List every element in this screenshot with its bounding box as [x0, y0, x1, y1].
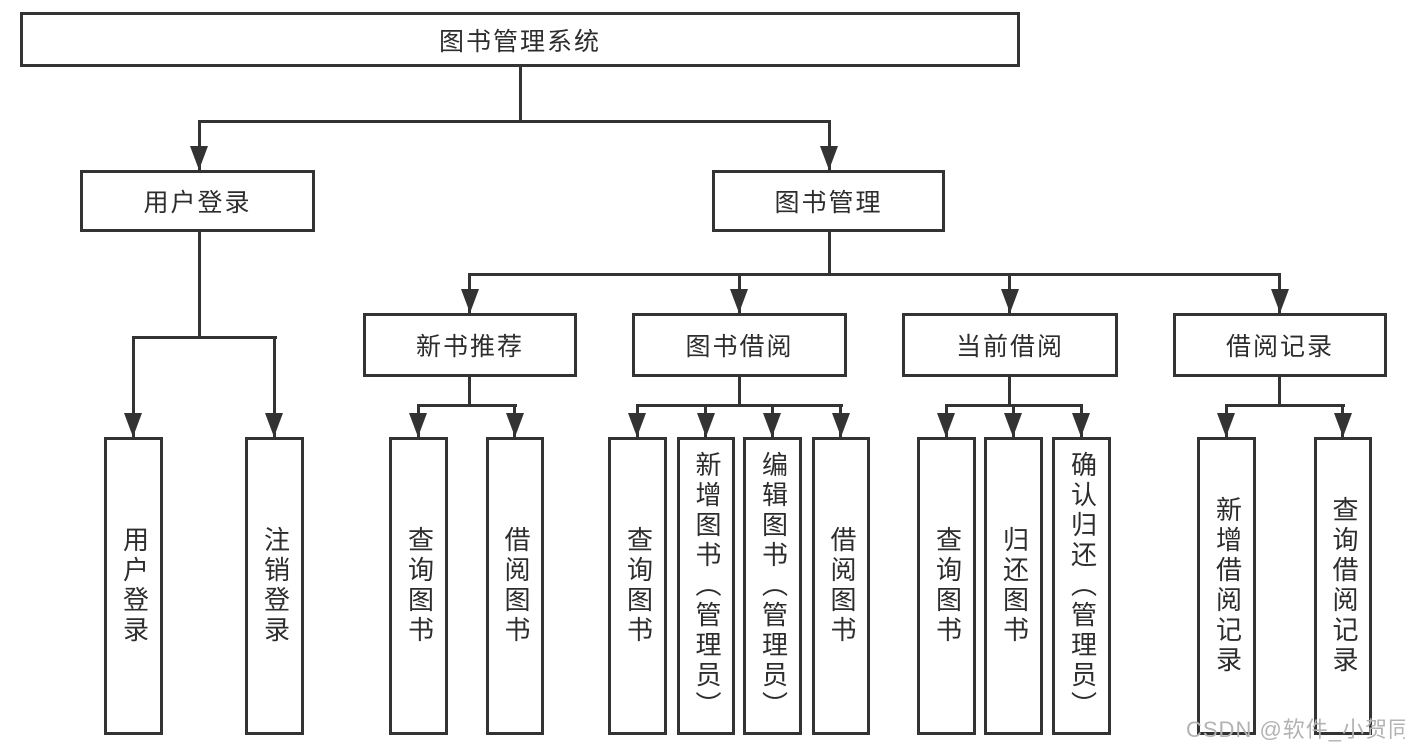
arrow-down-icon	[820, 146, 838, 170]
leaf-label: 借阅图书	[500, 526, 531, 646]
leaf-label: 编辑图书（管理员）	[758, 451, 789, 721]
connector-line	[1225, 404, 1345, 407]
node-library-management-system: 图书管理系统	[20, 12, 1020, 67]
leaf-label: 查询图书	[623, 526, 654, 646]
arrow-down-icon	[409, 413, 427, 437]
node-new-book-recommendation: 新书推荐	[363, 313, 577, 377]
node-label: 图书借阅	[685, 333, 794, 361]
leaf-user-login: 用户登录	[104, 437, 163, 735]
arrow-down-icon	[1072, 413, 1090, 437]
leaf-confirm-return-admin: 确认归还（管理员）	[1052, 437, 1111, 735]
connector-line	[132, 336, 277, 339]
leaf-logout: 注销登录	[245, 437, 304, 735]
leaf-query-books-recommend: 查询图书	[389, 437, 448, 735]
arrow-down-icon	[832, 413, 850, 437]
node-label: 当前借阅	[955, 333, 1064, 361]
connector-line	[519, 67, 522, 120]
node-label: 用户登录	[143, 189, 252, 217]
connector-line	[636, 404, 843, 407]
arrow-down-icon	[697, 413, 715, 437]
node-label: 借阅记录	[1225, 333, 1334, 361]
arrow-down-icon	[730, 289, 748, 313]
leaf-query-borrow-record: 查询借阅记录	[1314, 437, 1372, 735]
leaf-query-books-borrowing: 查询图书	[608, 437, 667, 735]
connector-line	[828, 120, 831, 170]
leaf-label: 归还图书	[999, 526, 1030, 646]
connector-line	[468, 273, 1281, 276]
connector-line	[738, 377, 741, 406]
node-user-login: 用户登录	[80, 170, 315, 232]
leaf-label: 借阅图书	[826, 526, 857, 646]
arrow-down-icon	[124, 413, 142, 437]
arrow-down-icon	[937, 413, 955, 437]
leaf-query-books-current: 查询图书	[917, 437, 976, 735]
connector-line	[1278, 377, 1281, 406]
leaf-label: 用户登录	[119, 526, 150, 646]
leaf-borrow-books-borrowing: 借阅图书	[812, 437, 870, 735]
connector-line	[198, 120, 831, 123]
leaf-label: 确认归还（管理员）	[1067, 451, 1098, 721]
arrow-down-icon	[763, 413, 781, 437]
arrow-down-icon	[506, 413, 524, 437]
arrow-down-icon	[1334, 413, 1352, 437]
arrow-down-icon	[628, 413, 646, 437]
connector-line	[198, 120, 201, 170]
node-label: 图书管理	[774, 189, 883, 217]
arrow-down-icon	[265, 413, 283, 437]
leaf-borrow-books-recommend: 借阅图书	[486, 437, 544, 735]
connector-line	[273, 336, 276, 437]
leaf-label: 查询借阅记录	[1328, 496, 1359, 676]
connector-line	[468, 377, 471, 406]
node-current-borrowing: 当前借阅	[902, 313, 1118, 377]
arrow-down-icon	[1001, 289, 1019, 313]
arrow-down-icon	[1217, 413, 1235, 437]
leaf-label: 查询图书	[404, 526, 435, 646]
leaf-label: 注销登录	[260, 526, 291, 646]
arrow-down-icon	[1271, 289, 1289, 313]
connector-line	[417, 404, 517, 407]
node-label: 新书推荐	[415, 333, 524, 361]
connector-line	[198, 232, 201, 338]
leaf-return-books: 归还图书	[984, 437, 1043, 735]
connector-line	[1008, 377, 1011, 406]
node-book-borrowing: 图书借阅	[632, 313, 847, 377]
node-borrowing-records: 借阅记录	[1173, 313, 1387, 377]
leaf-edit-book-admin: 编辑图书（管理员）	[743, 437, 802, 735]
leaf-label: 查询图书	[932, 526, 963, 646]
connector-line	[132, 336, 135, 437]
arrow-down-icon	[461, 289, 479, 313]
arrow-down-icon	[1004, 413, 1022, 437]
node-label: 图书管理系统	[438, 27, 601, 56]
leaf-add-book-admin: 新增图书（管理员）	[677, 437, 735, 735]
leaf-add-borrow-record: 新增借阅记录	[1197, 437, 1256, 735]
connector-line	[828, 232, 831, 275]
leaf-label: 新增借阅记录	[1212, 496, 1243, 676]
node-book-management: 图书管理	[712, 170, 945, 232]
leaf-label: 新增图书（管理员）	[691, 451, 722, 721]
arrow-down-icon	[190, 146, 208, 170]
csdn-watermark: CSDN @软件_小贺同学	[1186, 717, 1405, 742]
